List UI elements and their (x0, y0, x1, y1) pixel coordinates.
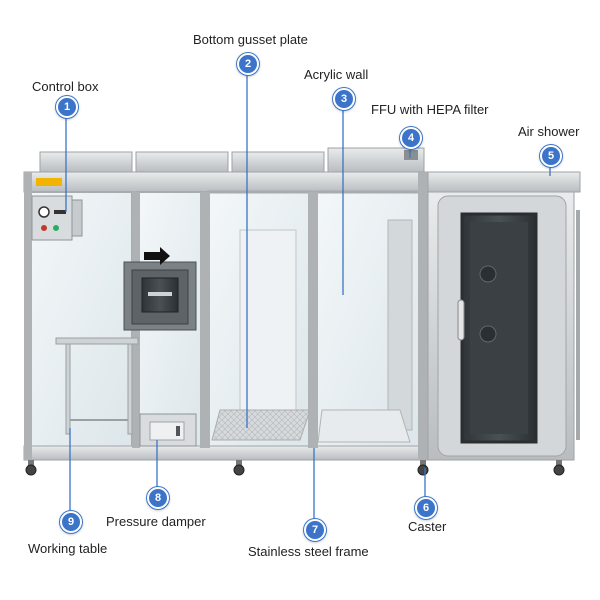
callout-badge-3: 3 (333, 88, 355, 110)
casters (25, 460, 565, 476)
pressure-damper-illustration (139, 413, 197, 447)
top-rail (23, 171, 433, 193)
floor-grating (211, 409, 311, 441)
label-pressure-damper: Pressure damper (106, 514, 206, 529)
callout-badge-4: 4 (400, 127, 422, 149)
callout-badge-8: 8 (147, 487, 169, 509)
label-working-table: Working table (28, 541, 108, 556)
air-shower-illustration (427, 171, 581, 461)
ffu-units (39, 147, 425, 173)
working-table-illustration (55, 337, 139, 435)
warning-label (36, 178, 62, 186)
label-bottom-gusset-plate: Bottom gusset plate (193, 32, 308, 47)
label-acrylic-wall: Acrylic wall (304, 67, 369, 82)
leader-lines (65, 72, 551, 520)
callout-badge-6: 6 (415, 497, 437, 519)
label-stainless-steel-frame: Stainless steel frame (248, 544, 369, 559)
label-control-box: Control box (32, 79, 99, 94)
bottom-rail (23, 445, 433, 461)
pass-box-illustration (123, 247, 197, 331)
callout-badge-7: 7 (304, 519, 326, 541)
control-box-illustration (31, 195, 83, 241)
label-ffu-hepa-filter: FFU with HEPA filter (371, 102, 489, 117)
callout-badge-5: 5 (540, 145, 562, 167)
label-air-shower: Air shower (518, 124, 580, 139)
callout-badge-2: 2 (237, 53, 259, 75)
callout-badge-9: 9 (60, 511, 82, 533)
label-caster: Caster (408, 519, 447, 534)
callout-badge-1: 1 (56, 96, 78, 118)
